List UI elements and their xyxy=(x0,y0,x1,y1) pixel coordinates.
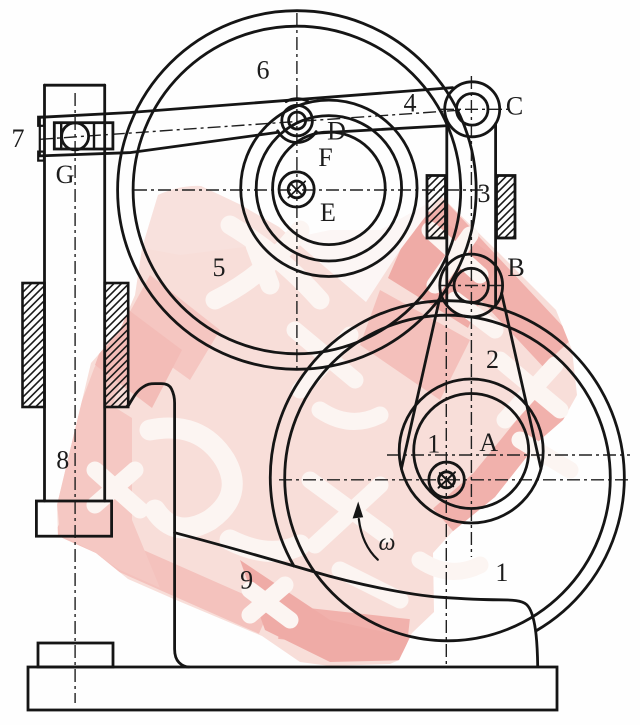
svg-text:F: F xyxy=(318,143,332,172)
svg-text:1: 1 xyxy=(427,430,440,459)
svg-text:ω: ω xyxy=(379,530,396,556)
svg-text:G: G xyxy=(56,160,75,189)
svg-text:1: 1 xyxy=(495,558,508,587)
svg-text:4: 4 xyxy=(404,89,417,118)
svg-text:5: 5 xyxy=(213,253,226,282)
svg-text:9: 9 xyxy=(240,566,253,595)
svg-text:B: B xyxy=(507,253,524,282)
svg-text:7: 7 xyxy=(12,124,25,153)
svg-text:8: 8 xyxy=(56,446,69,475)
svg-text:C: C xyxy=(506,92,523,121)
svg-text:D: D xyxy=(327,117,346,146)
svg-text:A: A xyxy=(479,428,498,457)
svg-text:E: E xyxy=(320,198,336,227)
svg-text:3: 3 xyxy=(478,179,491,208)
svg-text:6: 6 xyxy=(257,56,270,85)
svg-text:2: 2 xyxy=(486,345,499,374)
